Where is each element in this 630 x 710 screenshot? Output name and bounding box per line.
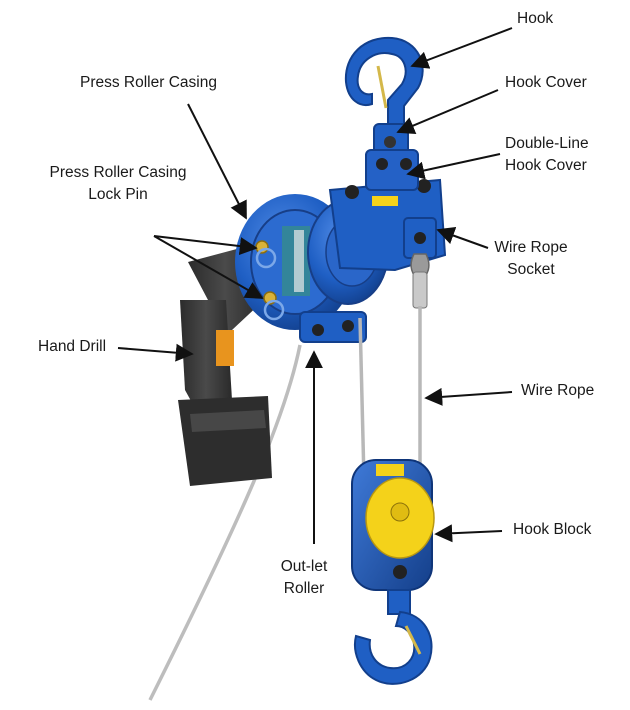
label-lock-pin: Press Roller Casing Lock Pin (40, 162, 196, 206)
label-outlet-roller: Out-let Roller (272, 556, 336, 600)
label-press-roller-casing: Press Roller Casing (80, 74, 217, 91)
arrow-hand-drill (117, 343, 194, 362)
hook-block (351, 459, 435, 591)
label-hook-block: Hook Block (513, 521, 592, 538)
wire-rope-socket (403, 217, 437, 309)
arrow-press-roller-casing (187, 103, 247, 220)
arrow-wire-rope (424, 387, 513, 406)
label-wire-rope-socket-line2: Socket (507, 261, 555, 278)
trailing-wire-rope (148, 344, 302, 701)
arrow-hook-cover (396, 89, 499, 135)
label-hook: Hook (517, 10, 554, 27)
label-double-line-hook-cover-line1: Double-Line (505, 135, 589, 152)
rope-fall-left (358, 317, 366, 481)
upper-hook (344, 36, 424, 191)
outlet-roller (299, 311, 367, 343)
label-hand-drill: Hand Drill (38, 338, 107, 355)
label-outlet-roller-line2: Roller (283, 580, 325, 597)
arrow-lock-pin-lower (153, 235, 264, 299)
label-wire-rope-socket: Wire Rope Socket (488, 237, 574, 281)
label-wire-rope: Wire Rope (521, 382, 595, 399)
lower-hook (354, 589, 433, 685)
label-lock-pin-line1: Press Roller Casing (49, 164, 187, 181)
callout-arrows (117, 27, 513, 544)
hand-drill (178, 246, 272, 486)
label-double-line-hook-cover-line2: Hook Cover (505, 157, 587, 174)
arrow-hook (410, 27, 513, 69)
lock-pins (255, 240, 285, 321)
arrow-wire-rope-socket (436, 227, 489, 249)
label-double-line-hook-cover: Double-Line Hook Cover (505, 133, 589, 177)
arrow-lock-pin-upper (153, 235, 258, 256)
label-lock-pin-line2: Lock Pin (88, 186, 148, 203)
label-wire-rope-socket-line1: Wire Rope (494, 239, 568, 256)
label-hook-cover: Hook Cover (505, 74, 587, 91)
arrow-hook-block (434, 524, 503, 543)
label-outlet-roller-line1: Out-let (280, 558, 328, 575)
arrow-double-line-hook-cover (406, 153, 501, 180)
